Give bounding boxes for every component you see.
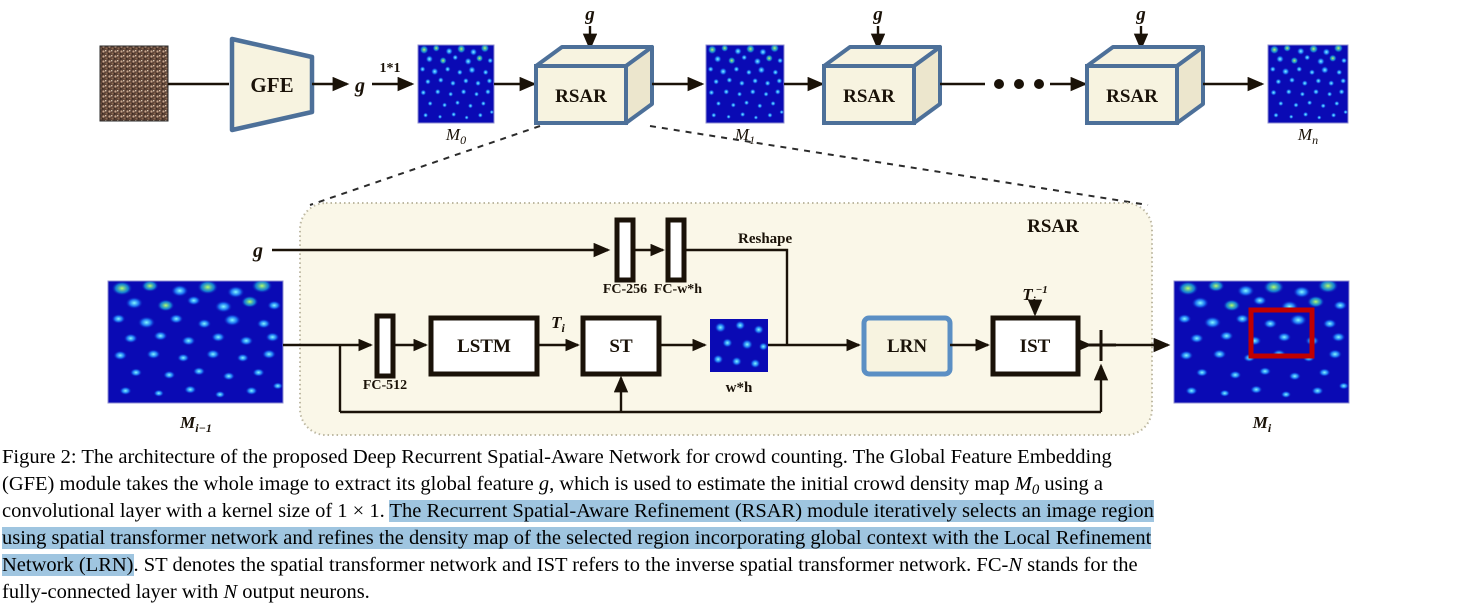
- caption-line: Network (LRN). ST denotes the spatial tr…: [2, 552, 1455, 579]
- label-Mi-1: Mi−1: [179, 413, 212, 435]
- wh-map-label: w*h: [726, 380, 753, 396]
- ist-label: IST: [1020, 336, 1051, 357]
- caption-highlighted-text: The Recurrent Spatial-Aware Refinement (…: [389, 500, 1154, 522]
- fc-256-block: [614, 217, 636, 283]
- ist-block: IST: [990, 315, 1081, 377]
- conv-1x1-label: 1*1: [380, 61, 401, 76]
- figure-caption: Figure 2: The architecture of the propos…: [0, 444, 1457, 615]
- lrn-label: LRN: [887, 336, 927, 357]
- rsar-label-2: RSAR: [843, 86, 895, 107]
- label-Mn: Mn: [1297, 125, 1318, 147]
- rsar-label-3: RSAR: [1106, 86, 1158, 107]
- caption-text: using a: [1039, 473, 1104, 495]
- caption-text: . ST denotes the spatial transformer net…: [133, 554, 1009, 576]
- caption-highlighted-text: Network (LRN): [2, 554, 134, 576]
- rsar-panel-title: RSAR: [1027, 216, 1079, 237]
- caption-lines: Figure 2: The architecture of the propos…: [0, 444, 1457, 606]
- fc-wh-block: [665, 217, 687, 283]
- reshape-label: Reshape: [738, 231, 793, 247]
- zoom-connector-lines: [309, 125, 1149, 206]
- density-map-Mi: [1173, 280, 1350, 404]
- label-M0: M0: [445, 125, 466, 147]
- g-label-top: g: [354, 75, 365, 97]
- fc-wh-label: FC-w*h: [654, 282, 702, 297]
- caption-text: convolutional layer with a kernel size o…: [2, 500, 390, 522]
- g-input-rsar-1: g: [584, 4, 595, 25]
- g-input-rsar-3: g: [1135, 4, 1146, 25]
- rsar-module-3: RSAR: [1085, 45, 1205, 125]
- caption-text: output neurons.: [237, 581, 370, 603]
- label-Mi: Mi: [1252, 413, 1272, 435]
- caption-text: Figure 2: The architecture of the propos…: [2, 446, 1112, 468]
- rsar-module-2: RSAR: [822, 45, 942, 125]
- caption-text: N: [1008, 554, 1023, 576]
- caption-text: N: [223, 581, 238, 603]
- g-input-rsar-2: g: [872, 4, 883, 25]
- caption-highlighted-text: using spatial transformer network and re…: [2, 527, 1152, 549]
- st-label: ST: [609, 336, 633, 357]
- figure-architecture-diagram: GFE g 1*1 M0 g RSAR M1 g RSAR: [99, 4, 1350, 436]
- caption-text: 0: [1031, 482, 1040, 499]
- caption-text: M: [1014, 473, 1032, 495]
- fc-512-block: [374, 313, 396, 379]
- rsar-label-1: RSAR: [555, 86, 607, 107]
- fc-256-label: FC-256: [603, 282, 647, 297]
- ellipsis-icon: [994, 79, 1044, 89]
- density-map-M1: [705, 44, 785, 124]
- density-map-Mi-1: [107, 280, 284, 404]
- caption-text: (GFE) module takes the whole image to ex…: [2, 473, 539, 495]
- sum-junction: [1087, 330, 1116, 361]
- caption-text: g: [538, 473, 550, 495]
- caption-text: fully-connected layer with: [2, 581, 224, 603]
- density-map-M0: [417, 44, 495, 124]
- caption-line: using spatial transformer network and re…: [2, 525, 1455, 552]
- caption-line: (GFE) module takes the whole image to ex…: [2, 471, 1455, 498]
- lrn-block: LRN: [861, 315, 953, 377]
- density-map-Mn: [1267, 44, 1349, 124]
- fc-512-label: FC-512: [363, 378, 407, 393]
- lstm-label: LSTM: [457, 336, 511, 357]
- caption-line: Figure 2: The architecture of the propos…: [2, 444, 1455, 471]
- st-block: ST: [580, 315, 662, 377]
- rsar-module-1: RSAR: [534, 45, 654, 125]
- lstm-block: LSTM: [428, 315, 540, 377]
- selected-region-box: [1248, 307, 1315, 359]
- t-i-label: Ti: [551, 313, 565, 335]
- gfe-module: GFE: [229, 36, 315, 133]
- g-label-detail: g: [252, 240, 263, 262]
- caption-line: fully-connected layer with N output neur…: [2, 579, 1455, 606]
- label-M1: M1: [734, 125, 755, 147]
- caption-text: , which is used to estimate the initial …: [549, 473, 1015, 495]
- density-map-wh: [710, 319, 768, 372]
- caption-text: stands for the: [1022, 554, 1138, 576]
- gfe-label: GFE: [250, 73, 293, 97]
- input-crowd-image: [99, 45, 169, 122]
- caption-line: convolutional layer with a kernel size o…: [2, 498, 1455, 525]
